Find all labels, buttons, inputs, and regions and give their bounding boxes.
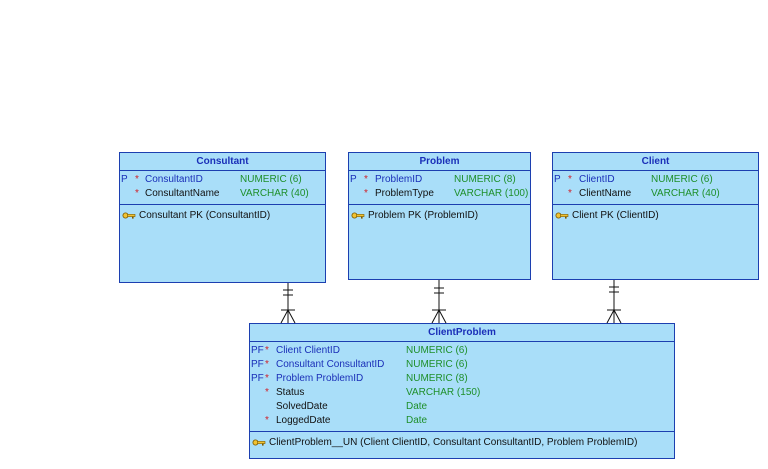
column-type: NUMERIC (6) <box>240 174 302 185</box>
column-type: NUMERIC (8) <box>406 373 468 384</box>
entity-title: Problem <box>349 153 530 171</box>
column-type: Date <box>406 415 428 426</box>
column-name: ProblemID <box>375 174 423 185</box>
required-marker: * <box>265 359 269 370</box>
column-type: VARCHAR (150) <box>406 387 481 398</box>
column-name: ProblemType <box>375 188 434 199</box>
column-key-flag: PF <box>251 373 264 384</box>
column-row[interactable]: * ConsultantName VARCHAR (40) <box>120 187 325 201</box>
primary-key-row[interactable]: Consultant PK (ConsultantID) <box>120 208 325 223</box>
column-name: ConsultantID <box>145 174 203 185</box>
column-type: VARCHAR (100) <box>454 188 529 199</box>
column-row[interactable]: * ClientName VARCHAR (40) <box>553 187 758 201</box>
column-type: VARCHAR (40) <box>240 188 309 199</box>
required-marker: * <box>135 174 139 185</box>
column-row[interactable]: P * ConsultantID NUMERIC (6) <box>120 173 325 187</box>
column-type: VARCHAR (40) <box>651 188 720 199</box>
relationship-client-clientproblem[interactable] <box>606 280 622 324</box>
entity-title: Client <box>553 153 758 171</box>
required-marker: * <box>265 373 269 384</box>
column-list: PF * Client ClientID NUMERIC (6) PF * Co… <box>250 342 674 432</box>
column-name: Problem ProblemID <box>276 373 364 384</box>
relationship-consultant-clientproblem[interactable] <box>280 283 296 324</box>
required-marker: * <box>135 188 139 199</box>
primary-key-row[interactable]: Problem PK (ProblemID) <box>349 208 530 223</box>
required-marker: * <box>568 174 572 185</box>
column-type: NUMERIC (8) <box>454 174 516 185</box>
column-row[interactable]: PF * Client ClientID NUMERIC (6) <box>250 344 674 358</box>
column-name: LoggedDate <box>276 415 331 426</box>
entity-clientproblem[interactable]: ClientProblem PF * Client ClientID NUMER… <box>249 323 675 459</box>
entity-client[interactable]: Client P * ClientID NUMERIC (6) * Client… <box>552 152 759 280</box>
column-list: P * ProblemID NUMERIC (8) * ProblemType … <box>349 171 530 205</box>
column-row[interactable]: P * ProblemID NUMERIC (8) <box>349 173 530 187</box>
entity-problem[interactable]: Problem P * ProblemID NUMERIC (8) * Prob… <box>348 152 531 280</box>
key-icon <box>122 212 136 219</box>
column-name: SolvedDate <box>276 401 328 412</box>
key-text: Consultant PK (ConsultantID) <box>139 210 271 221</box>
column-row[interactable]: * ProblemType VARCHAR (100) <box>349 187 530 201</box>
required-marker: * <box>265 387 269 398</box>
key-text: ClientProblem__UN (Client ClientID, Cons… <box>269 437 638 448</box>
column-key-flag: PF <box>251 345 264 356</box>
key-text: Problem PK (ProblemID) <box>368 210 479 221</box>
column-name: ConsultantName <box>145 188 220 199</box>
column-key-flag: P <box>554 174 561 185</box>
column-key-flag: P <box>350 174 357 185</box>
primary-key-row[interactable]: Client PK (ClientID) <box>553 208 758 223</box>
required-marker: * <box>265 345 269 356</box>
column-row[interactable]: PF * Problem ProblemID NUMERIC (8) <box>250 372 674 386</box>
key-icon <box>351 212 365 219</box>
entity-consultant[interactable]: Consultant P * ConsultantID NUMERIC (6) … <box>119 152 326 283</box>
column-list: P * ConsultantID NUMERIC (6) * Consultan… <box>120 171 325 205</box>
column-row[interactable]: * Status VARCHAR (150) <box>250 386 674 400</box>
column-type: NUMERIC (6) <box>651 174 713 185</box>
entity-title: ClientProblem <box>250 324 674 342</box>
column-name: ClientName <box>579 188 632 199</box>
required-marker: * <box>364 174 368 185</box>
column-name: Consultant ConsultantID <box>276 359 385 370</box>
column-name: Client ClientID <box>276 345 340 356</box>
column-list: P * ClientID NUMERIC (6) * ClientName VA… <box>553 171 758 205</box>
column-type: NUMERIC (6) <box>406 359 468 370</box>
column-key-flag: P <box>121 174 128 185</box>
column-row[interactable]: PF * Consultant ConsultantID NUMERIC (6) <box>250 358 674 372</box>
required-marker: * <box>265 415 269 426</box>
column-row[interactable]: P * ClientID NUMERIC (6) <box>553 173 758 187</box>
column-type: NUMERIC (6) <box>406 345 468 356</box>
required-marker: * <box>568 188 572 199</box>
key-text: Client PK (ClientID) <box>572 210 659 221</box>
column-row[interactable]: * LoggedDate Date <box>250 414 674 428</box>
column-type: Date <box>406 401 428 412</box>
column-name: ClientID <box>579 174 615 185</box>
column-key-flag: PF <box>251 359 264 370</box>
entity-title: Consultant <box>120 153 325 171</box>
relationship-problem-clientproblem[interactable] <box>431 280 447 324</box>
required-marker: * <box>364 188 368 199</box>
key-icon <box>555 212 569 219</box>
unique-key-row[interactable]: ClientProblem__UN (Client ClientID, Cons… <box>250 435 674 450</box>
column-name: Status <box>276 387 305 398</box>
column-row[interactable]: SolvedDate Date <box>250 400 674 414</box>
key-icon <box>252 439 266 446</box>
